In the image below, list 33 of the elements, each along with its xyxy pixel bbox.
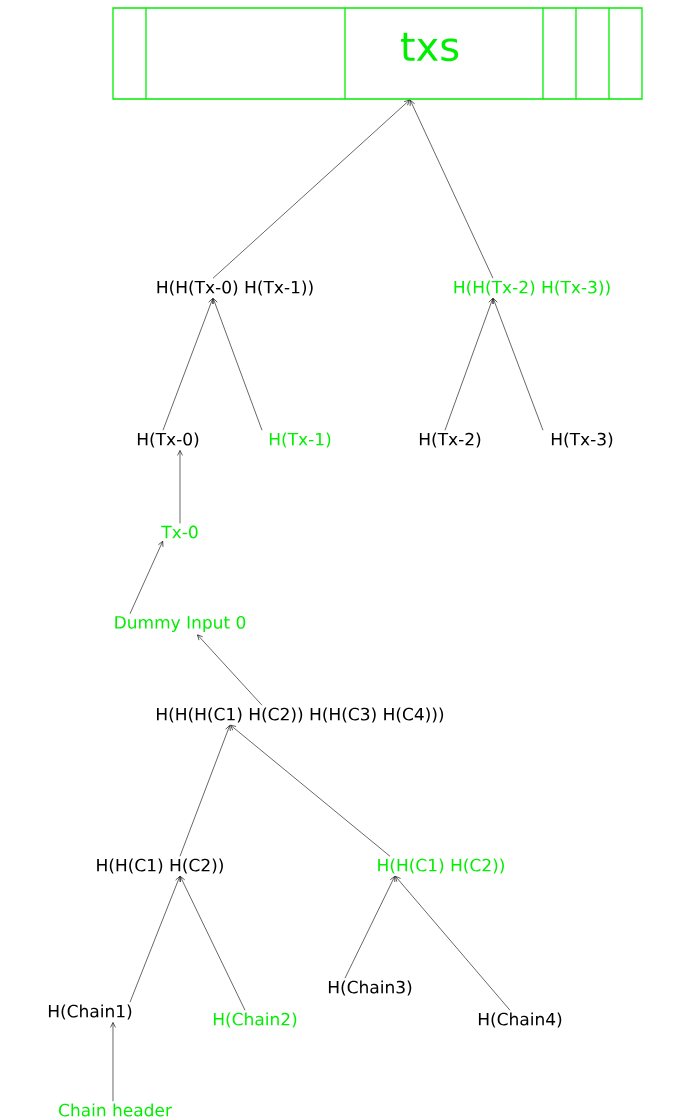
node-label: H(Chain3)	[328, 980, 412, 996]
node-label: H(Chain2)	[213, 1012, 297, 1028]
node-label: H(Tx-0)	[137, 432, 199, 448]
node-label: H(Tx-2)	[419, 432, 481, 448]
node-label: Dummy Input 0	[115, 615, 246, 633]
arrow	[344, 876, 396, 979]
arrow	[197, 634, 263, 706]
arrow	[212, 298, 263, 431]
arrow	[212, 99, 410, 279]
arrow	[444, 298, 494, 431]
node-label: Tx-0	[161, 525, 198, 539]
node-label: H(H(Tx-2) H(Tx-3))	[454, 280, 610, 296]
array-box: txs	[112, 7, 643, 100]
node-label: Chain header	[59, 1103, 172, 1117]
node-label: H(H(Tx-0) H(Tx-1))	[157, 280, 313, 296]
arrow	[162, 298, 214, 431]
arrow	[177, 450, 183, 524]
arrow	[129, 876, 181, 1003]
arrow	[492, 298, 544, 431]
arrow	[179, 876, 246, 1011]
arrow	[110, 1022, 116, 1102]
node-label: H(H(H(C1) H(C2)) H(H(C3) H(C4)))	[157, 707, 444, 723]
node-label: H(H(C1) H(C2))	[378, 858, 504, 874]
node-label: H(Chain1)	[48, 1004, 132, 1020]
arrow	[409, 99, 494, 279]
node-label: H(H(C1) H(C2))	[97, 858, 223, 874]
node-label: H(Chain4)	[478, 1012, 562, 1028]
arrow	[129, 540, 164, 615]
node-label: H(Tx-1)	[269, 432, 331, 448]
node-label: H(Tx-3)	[551, 432, 613, 448]
arrow	[395, 876, 511, 1011]
arrow	[179, 725, 231, 857]
arrow	[230, 724, 391, 857]
